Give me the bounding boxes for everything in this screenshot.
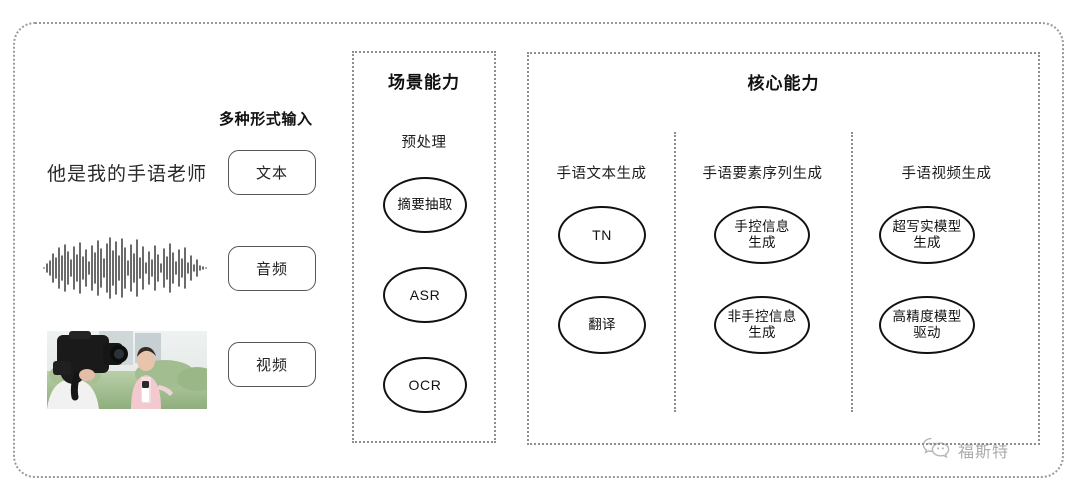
core-capability-panel: 核心能力 手语文本生成 TN 翻译 手语要素序列生成 手控信息 生成 非手控信息… <box>527 52 1040 445</box>
input-modality-video-label: 视频 <box>255 357 288 374</box>
outer-frame <box>13 22 1064 478</box>
scene-capability-panel: 场景能力 预处理 摘要抽取 ASR OCR <box>352 51 496 443</box>
wechat-bubbles-icon <box>921 436 951 463</box>
watermark-text: 福斯特 <box>958 443 1010 461</box>
core-node-2-1[interactable]: 高精度模型 驱动 <box>879 296 975 354</box>
input-modality-text-label: 文本 <box>255 165 288 182</box>
core-column-label-2: 手语视频生成 <box>901 166 992 182</box>
core-node-0-1[interactable]: 翻译 <box>558 296 646 354</box>
core-node-1-1[interactable]: 非手控信息 生成 <box>714 296 810 354</box>
waveform-icon <box>42 236 210 300</box>
scene-node-0-2[interactable]: OCR <box>383 357 467 413</box>
core-node-0-0[interactable]: TN <box>558 206 646 264</box>
input-section-label: 多种形式输入 <box>219 111 313 128</box>
core-node-2-0[interactable]: 超写实模型 生成 <box>879 206 975 264</box>
core-node-1-0[interactable]: 手控信息 生成 <box>714 206 810 264</box>
watermark: 福斯特 <box>921 436 1009 463</box>
scene-node-0-0[interactable]: 摘要抽取 <box>383 177 467 233</box>
core-divider-2 <box>851 132 853 412</box>
input-modality-audio[interactable]: 音频 <box>228 246 316 291</box>
input-modality-video[interactable]: 视频 <box>228 342 316 387</box>
scene-panel-title: 场景能力 <box>388 73 460 92</box>
input-sample-text: 他是我的手语老师 <box>47 164 208 185</box>
scene-column-label-0: 预处理 <box>401 135 447 151</box>
core-panel-title: 核心能力 <box>747 74 820 93</box>
core-column-label-0: 手语文本生成 <box>556 166 647 182</box>
video-thumbnail-icon <box>47 331 207 409</box>
core-column-label-1: 手语要素序列生成 <box>702 166 823 182</box>
input-modality-text[interactable]: 文本 <box>228 150 316 195</box>
core-divider-1 <box>674 132 676 412</box>
input-modality-audio-label: 音频 <box>255 261 288 278</box>
scene-node-0-1[interactable]: ASR <box>383 267 467 323</box>
